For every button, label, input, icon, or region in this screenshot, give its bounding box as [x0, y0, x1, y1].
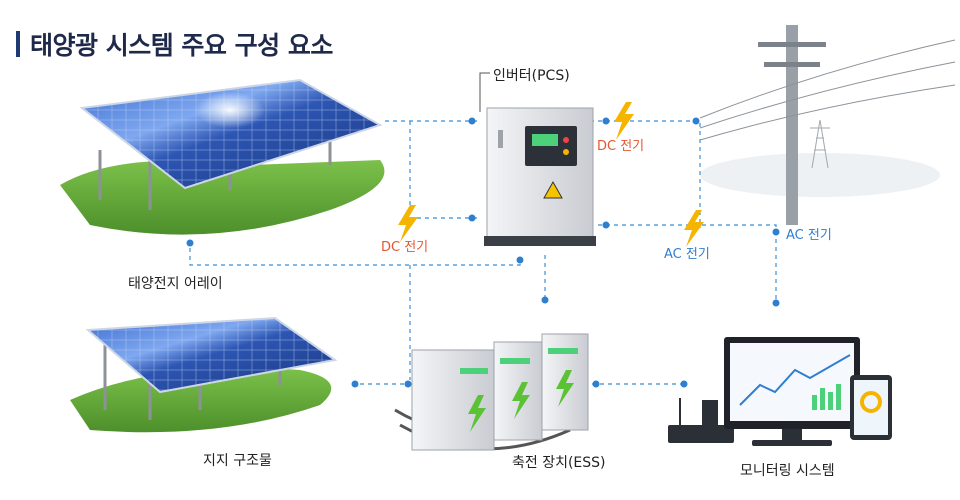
ac-flow-label-mid: AC 전기 [664, 247, 710, 262]
solar-array-illustration [60, 78, 385, 235]
dc-flow-label-right: DC 전기 [597, 139, 645, 154]
page-title: 태양광 시스템 주요 구성 요소 [16, 26, 333, 62]
monitoring-illustration [668, 337, 892, 446]
array-label: 태양전지 어레이 [128, 276, 223, 292]
warning-triangle-icon [543, 180, 563, 199]
lightning-bolt-icon [398, 205, 418, 242]
ac-flow-label-right: AC 전기 [786, 228, 832, 243]
transmission-tower [810, 119, 830, 169]
inverter-label: 인버터(PCS) [493, 68, 570, 84]
page-title-text: 태양광 시스템 주요 구성 요소 [30, 31, 333, 60]
ess-illustration [394, 333, 589, 451]
dc-flow-label-left: DC 전기 [381, 240, 429, 255]
title-accent-bar [16, 31, 20, 57]
mount-label: 지지 구조물 [203, 453, 272, 469]
inverter-illustration [484, 107, 596, 246]
inverter-callout-line [479, 72, 490, 112]
lightning-bolt-icon [684, 210, 704, 247]
utility-pole [699, 25, 956, 225]
connection-dots [186, 117, 780, 388]
lightning-bolt-icon [614, 102, 634, 140]
monitor-label: 모니터링 시스템 [740, 463, 835, 479]
mount-structure-illustration [70, 316, 338, 433]
ess-label: 축전 장치(ESS) [512, 455, 606, 471]
